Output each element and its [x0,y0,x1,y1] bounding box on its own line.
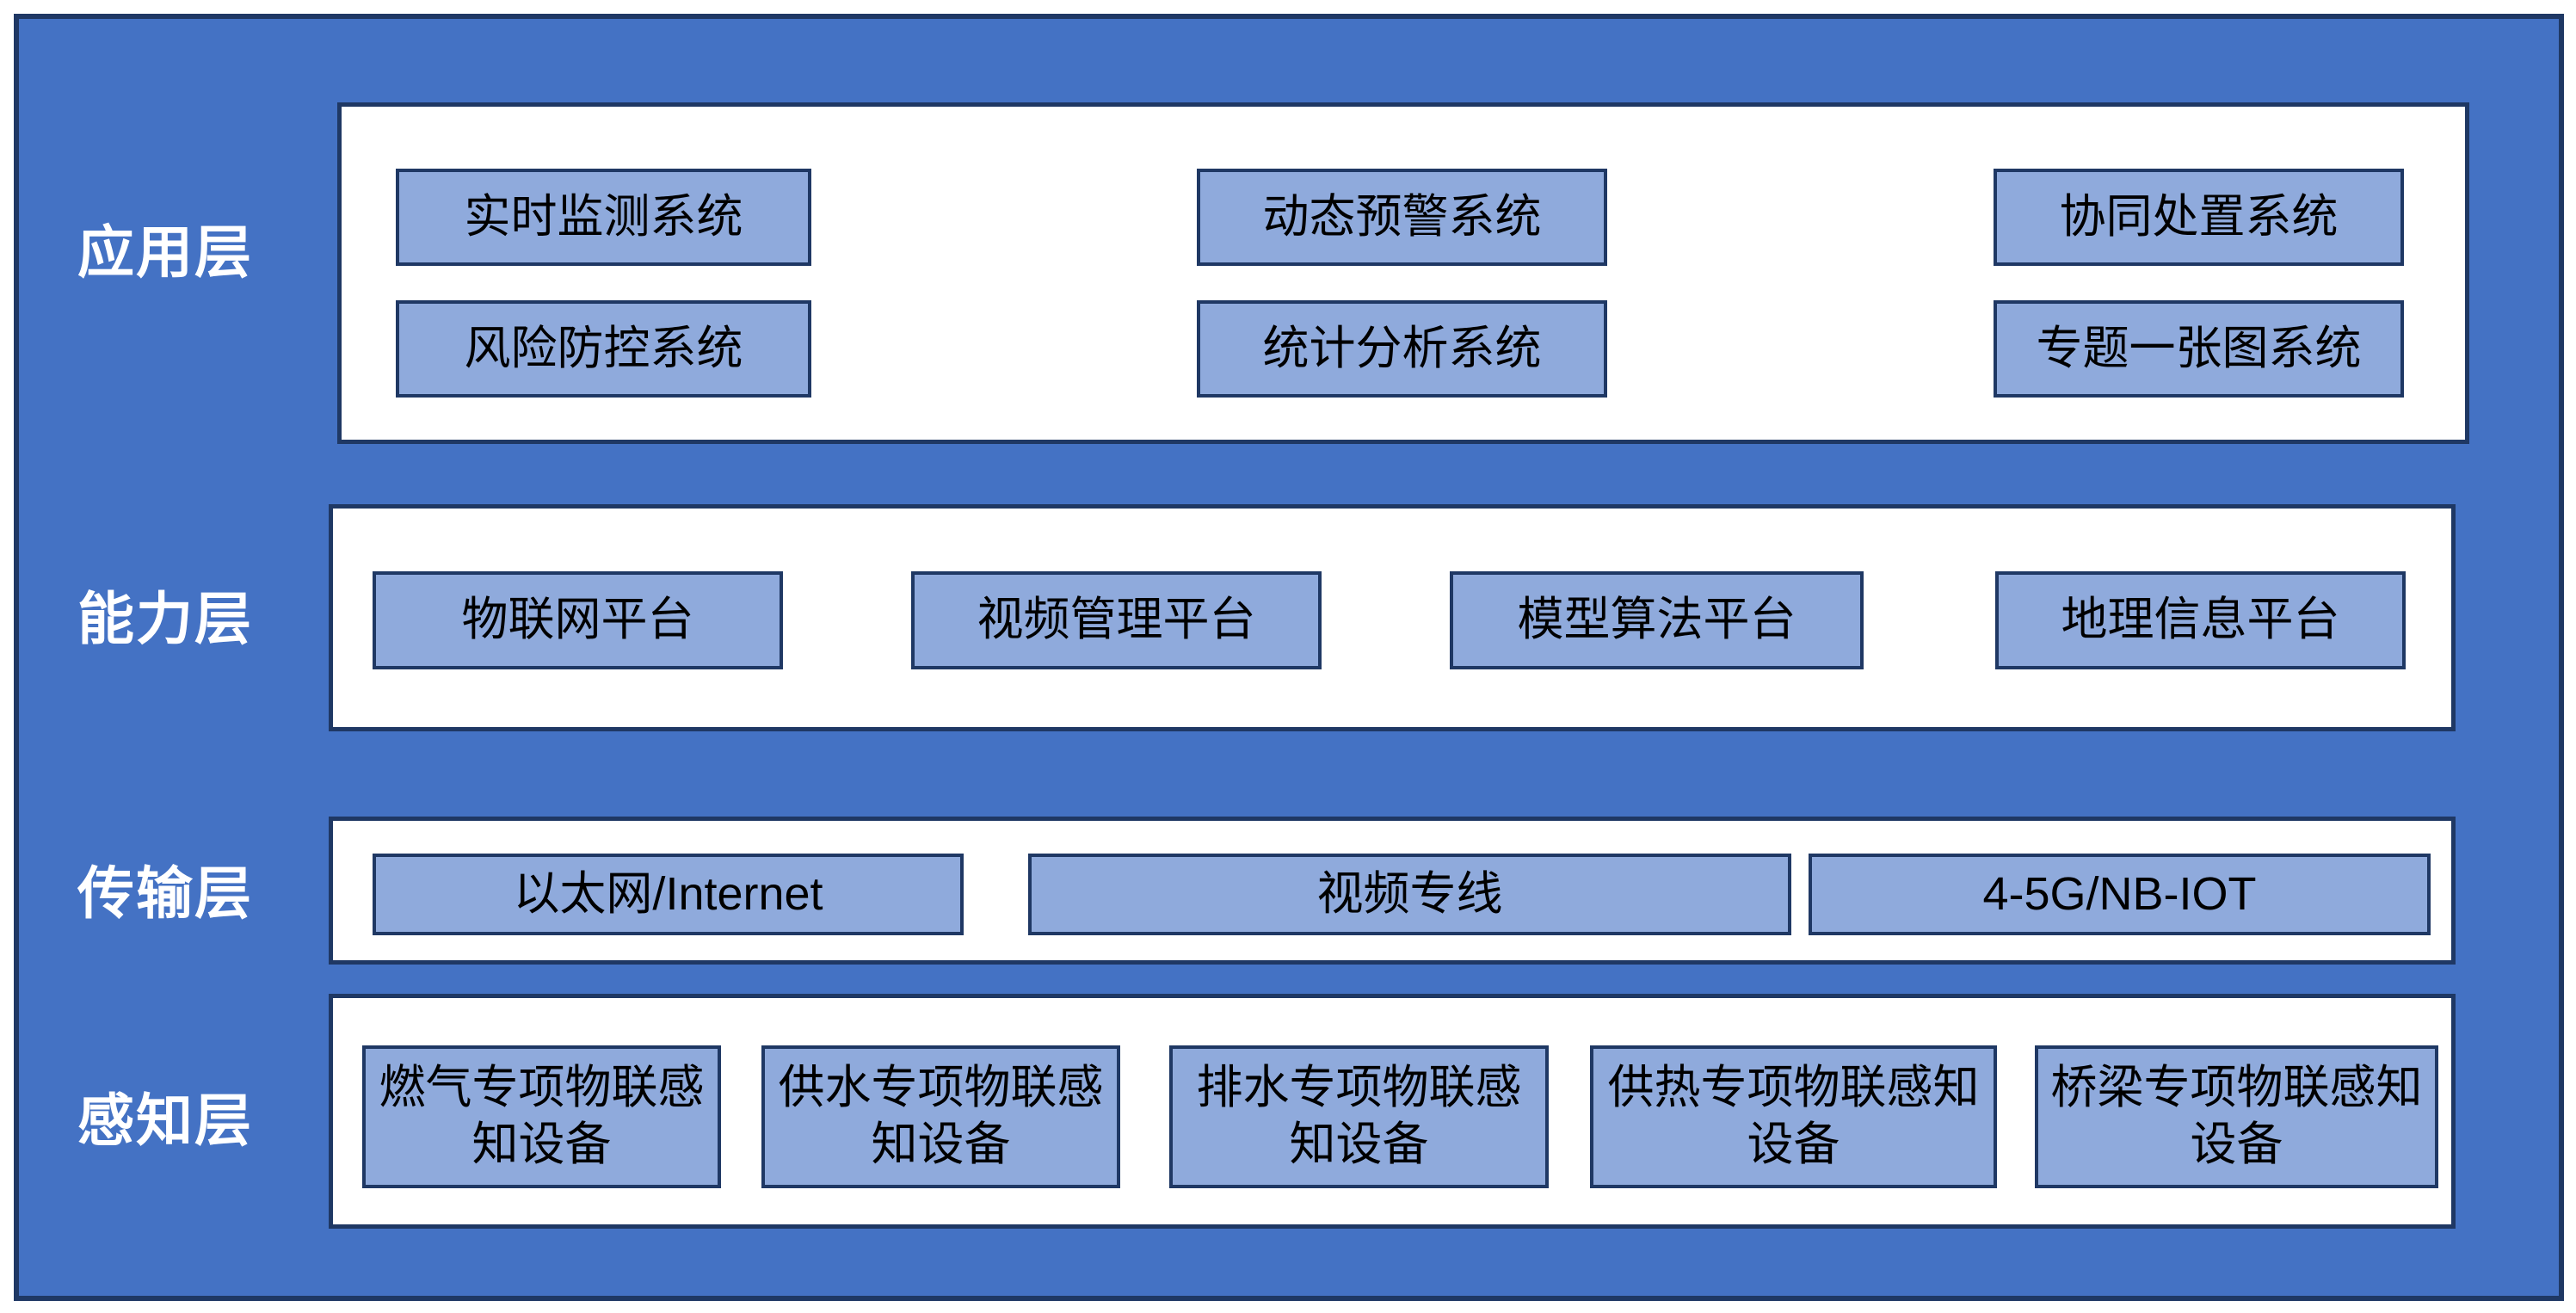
box-gis-platform: 地理信息平台 [1995,571,2406,669]
application-layer-row: 实时监测系统 动态预警系统 协同处置系统 风险防控系统 统计分析系统 专题一张图… [337,102,2469,444]
box-collaborative-disposal-system: 协同处置系统 [1994,169,2404,266]
transmission-layer-row: 以太网/Internet 视频专线 4-5G/NB-IOT [329,817,2456,965]
box-dynamic-warning-system: 动态预警系统 [1197,169,1607,266]
box-video-management-platform: 视频管理平台 [911,571,1322,669]
box-iot-platform: 物联网平台 [373,571,783,669]
box-model-algorithm-platform: 模型算法平台 [1450,571,1864,669]
box-thematic-one-map-system: 专题一张图系统 [1994,300,2404,398]
box-4-5g-nb-iot: 4-5G/NB-IOT [1809,854,2431,935]
layer-label-perception: 感知层 [77,1088,253,1152]
box-ethernet-internet: 以太网/Internet [373,854,964,935]
capability-layer-row: 物联网平台 视频管理平台 模型算法平台 地理信息平台 [329,504,2456,731]
box-video-private-line: 视频专线 [1028,854,1791,935]
layer-label-application: 应用层 [77,220,253,284]
box-risk-prevention-system: 风险防控系统 [396,300,811,398]
box-gas-iot-sensing-devices: 燃气专项物联感知设备 [362,1045,721,1188]
box-heating-iot-sensing-devices: 供热专项物联感知设备 [1590,1045,1997,1188]
perception-layer-row: 燃气专项物联感知设备 供水专项物联感知设备 排水专项物联感知设备 供热专项物联感… [329,994,2456,1229]
layer-label-capability: 能力层 [77,587,253,650]
box-statistical-analysis-system: 统计分析系统 [1197,300,1607,398]
box-bridge-iot-sensing-devices: 桥梁专项物联感知设备 [2035,1045,2438,1188]
box-drainage-iot-sensing-devices: 排水专项物联感知设备 [1169,1045,1549,1188]
diagram-background: 应用层 能力层 传输层 感知层 实时监测系统 动态预警系统 协同处置系统 风险防… [14,14,2564,1301]
box-realtime-monitoring-system: 实时监测系统 [396,169,811,266]
layer-label-transmission: 传输层 [77,861,253,925]
box-water-supply-iot-sensing-devices: 供水专项物联感知设备 [761,1045,1120,1188]
